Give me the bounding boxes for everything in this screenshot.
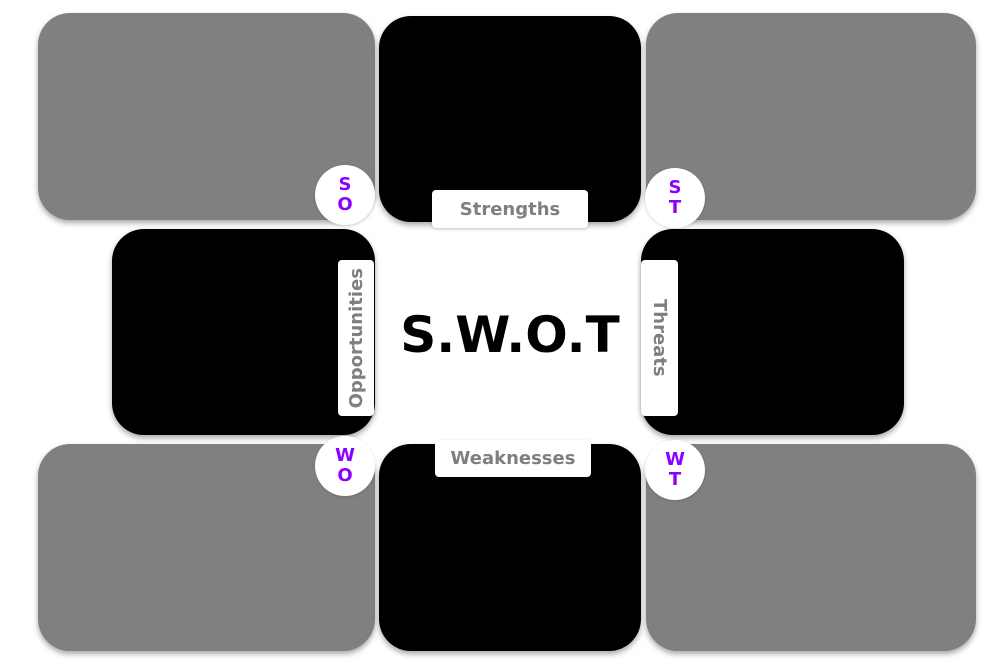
wt-letter-1: W (665, 449, 685, 470)
wo-letter-2: O (337, 465, 353, 486)
strengths-label: Strengths (432, 190, 588, 228)
strengths-box (379, 16, 641, 222)
weaknesses-label-text: Weaknesses (450, 448, 576, 469)
wo-badge: W O (315, 436, 375, 496)
so-badge: S O (315, 165, 375, 225)
so-letter-2: O (337, 194, 353, 215)
strengths-label-text: Strengths (459, 198, 561, 220)
opportunities-label-text: Opportunities (345, 267, 367, 409)
swot-title: S.W.O.T (400, 306, 620, 364)
wt-letter-2: T (668, 469, 682, 490)
threats-label: Threats (641, 260, 678, 416)
so-letter-1: S (338, 174, 352, 195)
st-badge: S T (645, 168, 705, 228)
threats-box (641, 229, 904, 435)
weaknesses-box (379, 444, 641, 651)
threats-label-text: Threats (649, 299, 670, 377)
wo-letter-1: W (335, 445, 355, 466)
st-letter-2: T (668, 197, 682, 218)
st-letter-1: S (668, 177, 682, 198)
opportunities-label: Opportunities (338, 260, 374, 416)
wt-badge: W T (645, 440, 705, 500)
opportunities-box (112, 229, 375, 435)
weaknesses-label: Weaknesses (435, 440, 591, 477)
